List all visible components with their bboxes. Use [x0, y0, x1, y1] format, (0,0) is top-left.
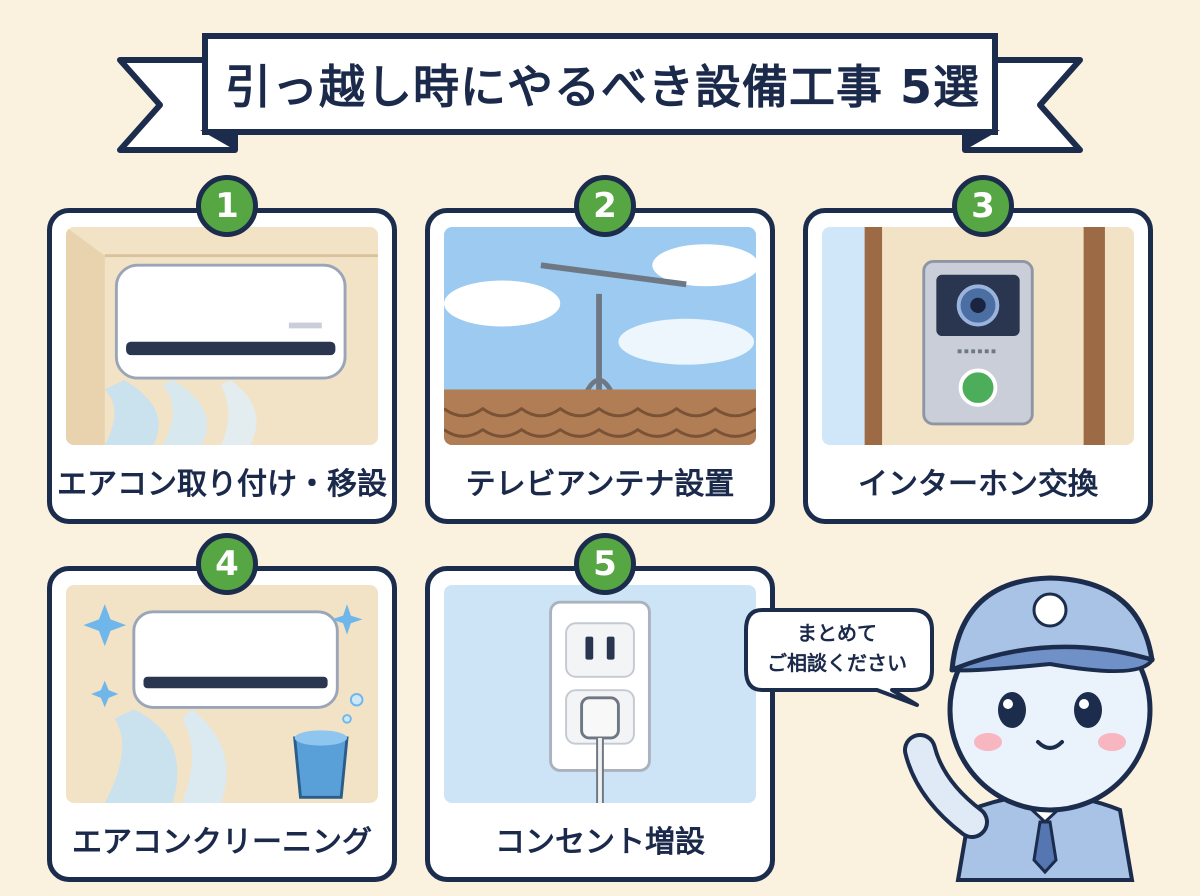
number-badge: 5	[574, 533, 636, 595]
card-tv-antenna: 2 テレビアンテナ設置	[425, 175, 775, 524]
number-badge: 4	[196, 533, 258, 595]
card-label: エアコン取り付け・移設	[57, 467, 387, 502]
title-banner: 引っ越し時にやるべき設備工事 5選	[0, 0, 1200, 200]
speech-line-2: ご相談ください	[767, 651, 907, 675]
card-power-outlet: 5 コンセント増設	[425, 533, 775, 882]
card-label: エアコンクリーニング	[72, 825, 372, 860]
card-air-conditioner-install: 1 エアコン取り付け・移設	[47, 175, 397, 524]
number-badge: 2	[574, 175, 636, 237]
card-label: テレビアンテナ設置	[465, 467, 735, 502]
air-conditioner-icon	[66, 227, 378, 445]
air-conditioner-cleaning-icon	[66, 585, 378, 803]
page-title: 引っ越し時にやるべき設備工事 5選	[224, 60, 981, 114]
speech-line-1: まとめて	[797, 621, 877, 645]
intercom-icon	[822, 227, 1134, 445]
power-outlet-icon	[444, 585, 756, 803]
card-intercom: 3 インターホン交換	[803, 175, 1153, 524]
mascot-character-icon	[900, 560, 1190, 890]
card-label: コンセント増設	[495, 825, 705, 860]
number-badge: 1	[196, 175, 258, 237]
speech-bubble: まとめて ご相談ください	[742, 600, 942, 710]
tv-antenna-icon	[444, 227, 756, 445]
card-air-conditioner-cleaning: 4 エアコンクリーニング	[47, 533, 397, 882]
card-label: インターホン交換	[858, 467, 1098, 502]
ribbon-graphic	[117, 33, 1083, 153]
number-badge: 3	[952, 175, 1014, 237]
